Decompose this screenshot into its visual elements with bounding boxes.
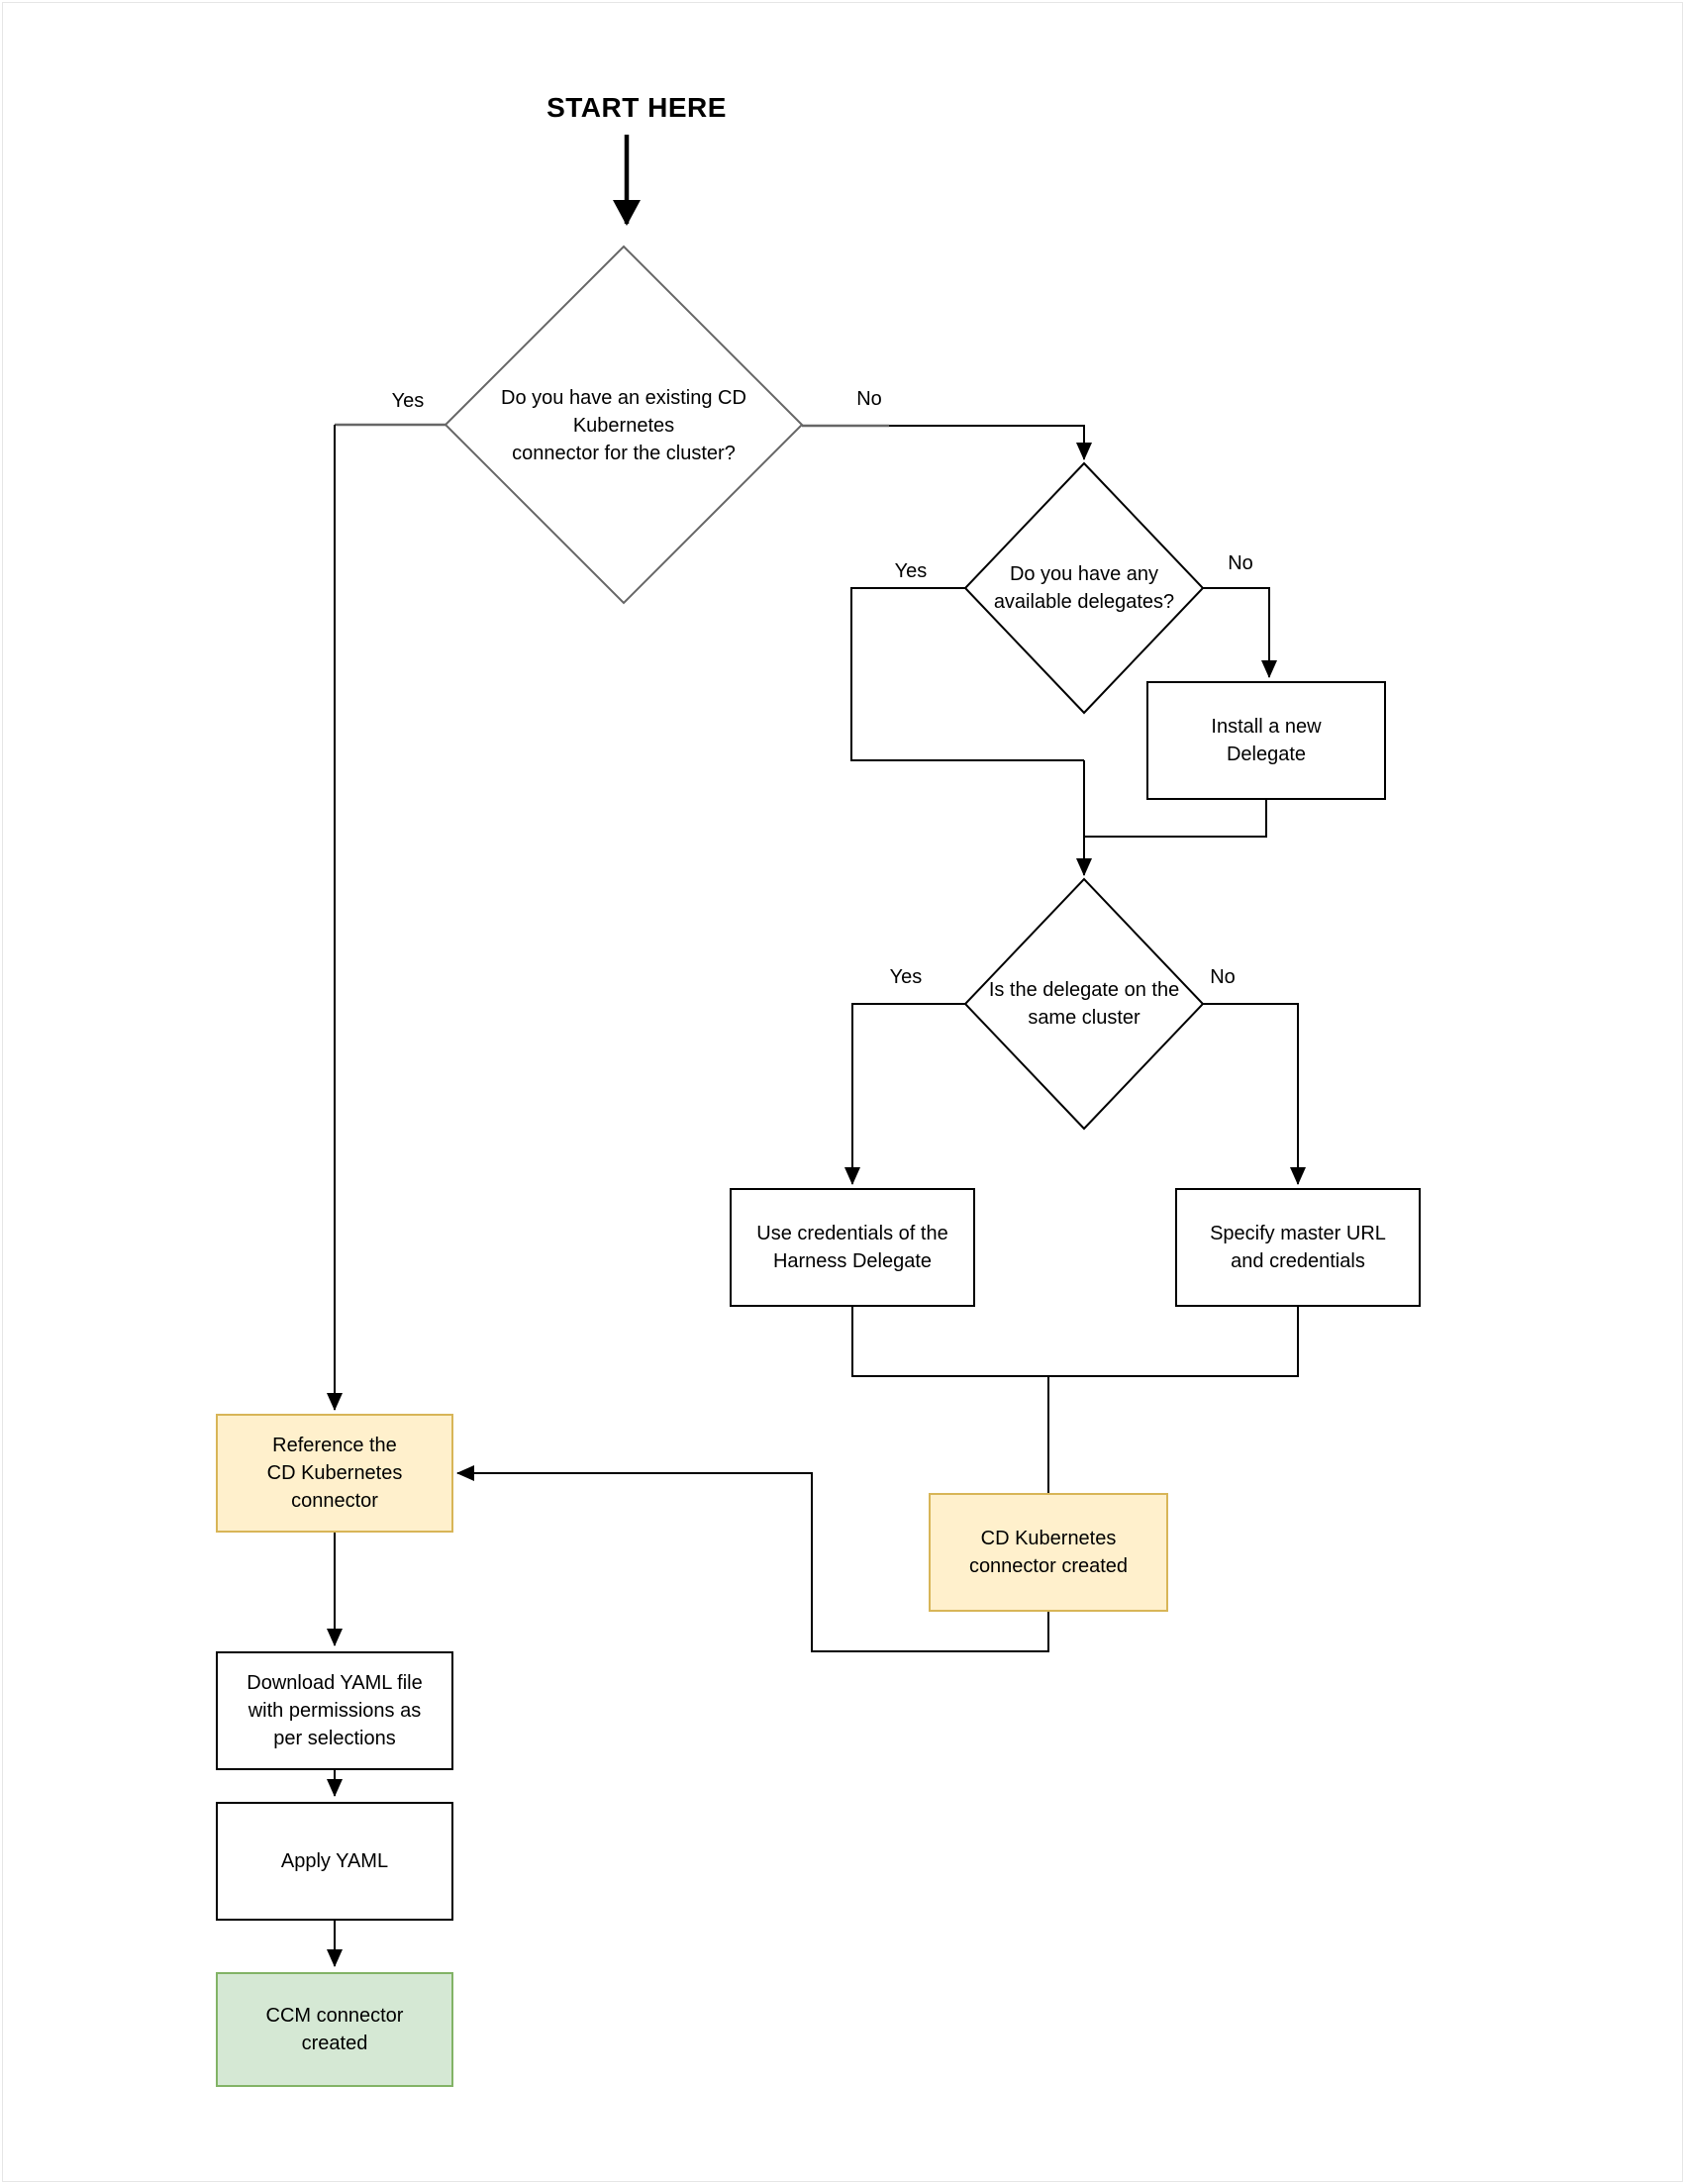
decision-existing-cd-connector-label: Do you have an existing CD Kubernetes co… bbox=[446, 384, 802, 467]
label-line: connector bbox=[291, 1490, 378, 1512]
label-line: CD Kubernetes bbox=[266, 1462, 403, 1484]
process-reference-cd-connector: Reference the CD Kubernetes connector bbox=[216, 1414, 453, 1533]
branch-label-d2-no: No bbox=[1228, 552, 1253, 574]
edge-cd-created-to-reference bbox=[456, 1465, 1049, 1652]
label-line: Do you have any bbox=[1009, 563, 1159, 585]
edge-d2-yes bbox=[850, 587, 1084, 761]
branch-label-d1-yes: Yes bbox=[391, 390, 425, 412]
decision-existing-cd-connector bbox=[444, 245, 804, 605]
label-line: per selections bbox=[273, 1728, 396, 1749]
process-use-delegate-credentials: Use credentials of the Harness Delegate bbox=[730, 1188, 975, 1307]
edge-d3-yes-to-use-credentials bbox=[844, 1003, 965, 1185]
branch-label-d3-no: No bbox=[1210, 966, 1236, 988]
label-line: created bbox=[301, 2033, 368, 2054]
result-ccm-connector-created: CCM connector created bbox=[216, 1972, 453, 2087]
label-line: Apply YAML bbox=[280, 1850, 389, 1872]
label-line: connector created bbox=[968, 1555, 1129, 1577]
label-line: Install a new bbox=[1211, 716, 1322, 738]
branch-label-d1-no: No bbox=[856, 388, 882, 410]
label-line: connector for the cluster? bbox=[512, 443, 736, 464]
process-apply-yaml: Apply YAML bbox=[216, 1802, 453, 1921]
start-here-title: START HERE bbox=[546, 92, 727, 123]
label-line: Use credentials of the bbox=[756, 1223, 948, 1244]
label-line: Reference the bbox=[272, 1435, 397, 1456]
edge-install-return bbox=[1084, 800, 1267, 838]
label-line: Kubernetes bbox=[572, 415, 675, 437]
label-line: Do you have an existing CD bbox=[501, 387, 746, 409]
process-specify-master-url: Specify master URL and credentials bbox=[1175, 1188, 1421, 1307]
label-line: Specify master URL bbox=[1210, 1223, 1386, 1244]
label-line: CCM connector bbox=[265, 2005, 404, 2027]
decision-available-delegates bbox=[963, 461, 1205, 715]
edge-d1-no-to-d2 bbox=[889, 425, 1092, 460]
edge-outputs-merge bbox=[851, 1307, 1299, 1377]
label-line: same cluster bbox=[1028, 1007, 1140, 1029]
branch-label-d3-yes: Yes bbox=[889, 966, 923, 988]
decision-delegate-same-cluster-label: Is the delegate on the same cluster bbox=[926, 976, 1242, 1032]
label-line: Download YAML file bbox=[247, 1672, 423, 1694]
edge-d3-no-to-specify bbox=[1203, 1003, 1306, 1185]
process-install-new-delegate: Install a new Delegate bbox=[1146, 681, 1386, 800]
label-line: CD Kubernetes bbox=[980, 1528, 1117, 1549]
edge-d2-no-to-install bbox=[1203, 587, 1277, 678]
decision-delegate-same-cluster bbox=[963, 877, 1205, 1131]
process-download-yaml: Download YAML file with permissions as p… bbox=[216, 1651, 453, 1770]
result-cd-connector-created: CD Kubernetes connector created bbox=[929, 1493, 1168, 1612]
label-line: with permissions as bbox=[248, 1700, 422, 1722]
label-line: Delegate bbox=[1226, 744, 1307, 765]
branch-label-d2-yes: Yes bbox=[894, 560, 928, 582]
label-line: Harness Delegate bbox=[772, 1250, 933, 1272]
label-line: available delegates? bbox=[993, 591, 1175, 613]
label-line: Is the delegate on the bbox=[988, 979, 1180, 1001]
decision-available-delegates-label: Do you have any available delegates? bbox=[926, 560, 1242, 616]
label-line: and credentials bbox=[1231, 1250, 1365, 1272]
